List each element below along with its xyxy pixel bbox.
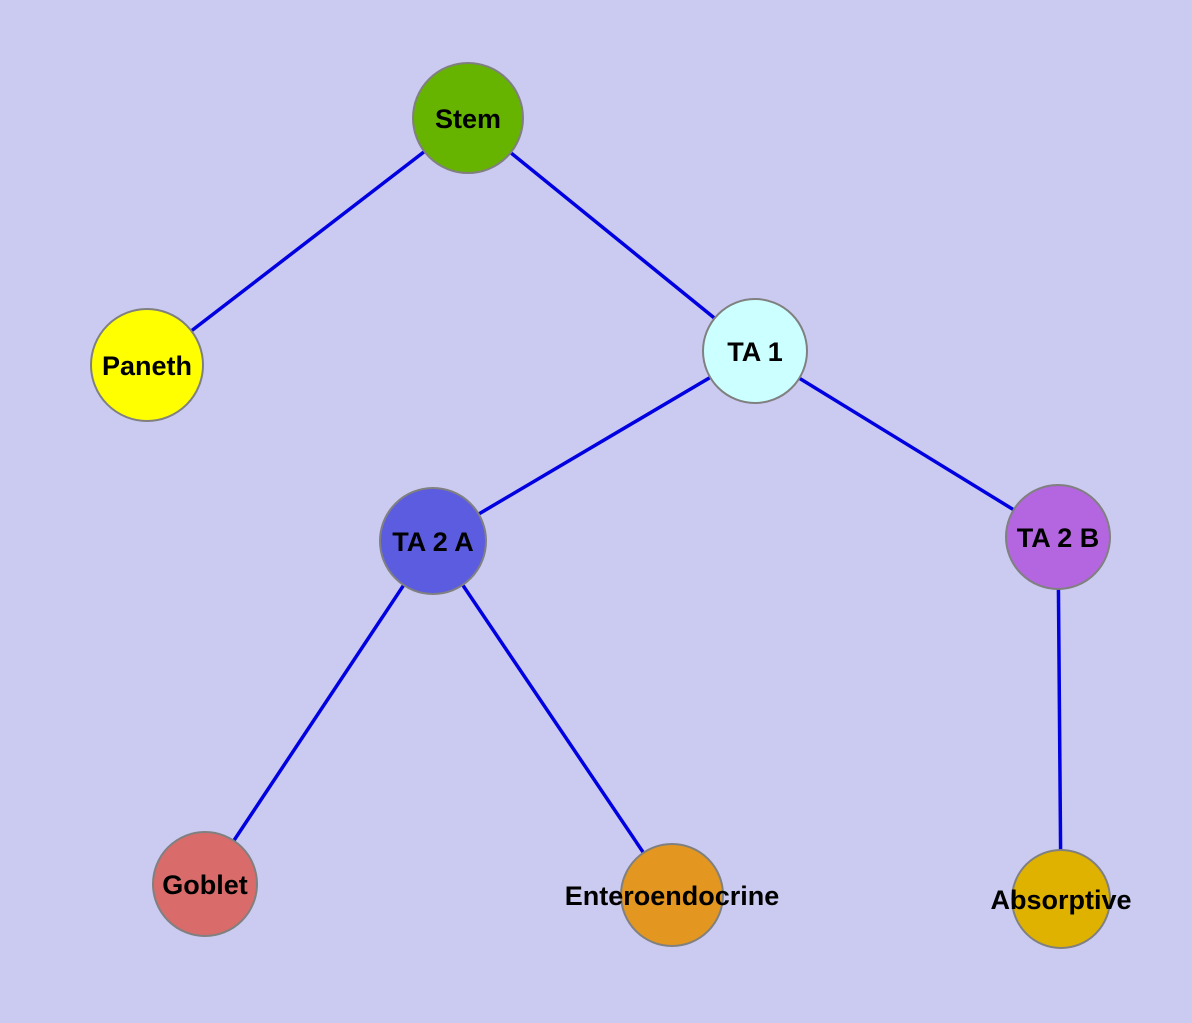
graph-node-ta2a[interactable]: TA 2 A xyxy=(379,487,487,595)
node-circle-ta1[interactable] xyxy=(702,298,808,404)
graph-node-absorptive[interactable]: Absorptive xyxy=(990,849,1132,949)
node-label-paneth: Paneth xyxy=(102,351,192,381)
graph-node-enteroendocrine[interactable]: Enteroendocrine xyxy=(565,843,780,947)
graph-node-goblet[interactable]: Goblet xyxy=(152,831,258,937)
graph-edge-ta2a-goblet xyxy=(203,540,435,885)
node-label-enteroendocrine: Enteroendocrine xyxy=(565,881,780,911)
graph-edge-stem-paneth xyxy=(145,116,470,367)
node-label-ta2b: TA 2 B xyxy=(1017,523,1100,553)
graph-edge-ta1-ta2a xyxy=(432,349,756,543)
node-label-goblet: Goblet xyxy=(162,870,248,900)
graph-node-paneth[interactable]: Paneth xyxy=(90,308,204,422)
node-circle-absorptive[interactable] xyxy=(1011,849,1111,949)
node-circle-enteroendocrine[interactable] xyxy=(620,843,724,947)
node-label-stem: Stem xyxy=(435,104,501,134)
node-circle-ta2b[interactable] xyxy=(1005,484,1111,590)
node-circle-paneth[interactable] xyxy=(90,308,204,422)
graph-edge-ta2b-absorptive xyxy=(1056,536,1063,900)
node-label-ta1: TA 1 xyxy=(727,337,783,367)
node-label-absorptive: Absorptive xyxy=(990,885,1131,915)
node-circle-goblet[interactable] xyxy=(152,831,258,937)
graph-node-stem[interactable]: Stem xyxy=(412,62,524,174)
node-circle-ta2a[interactable] xyxy=(379,487,487,595)
graph-node-ta2b[interactable]: TA 2 B xyxy=(1005,484,1111,590)
node-circle-stem[interactable] xyxy=(412,62,524,174)
graph-edge-stem-ta1 xyxy=(466,116,757,353)
node-label-ta2a: TA 2 A xyxy=(392,527,474,557)
edges-layer xyxy=(145,116,1063,900)
graph-node-ta1[interactable]: TA 1 xyxy=(702,298,808,404)
graph-edge-ta2a-enteroendocrine xyxy=(431,540,674,896)
graph-edge-ta1-ta2b xyxy=(754,349,1059,539)
